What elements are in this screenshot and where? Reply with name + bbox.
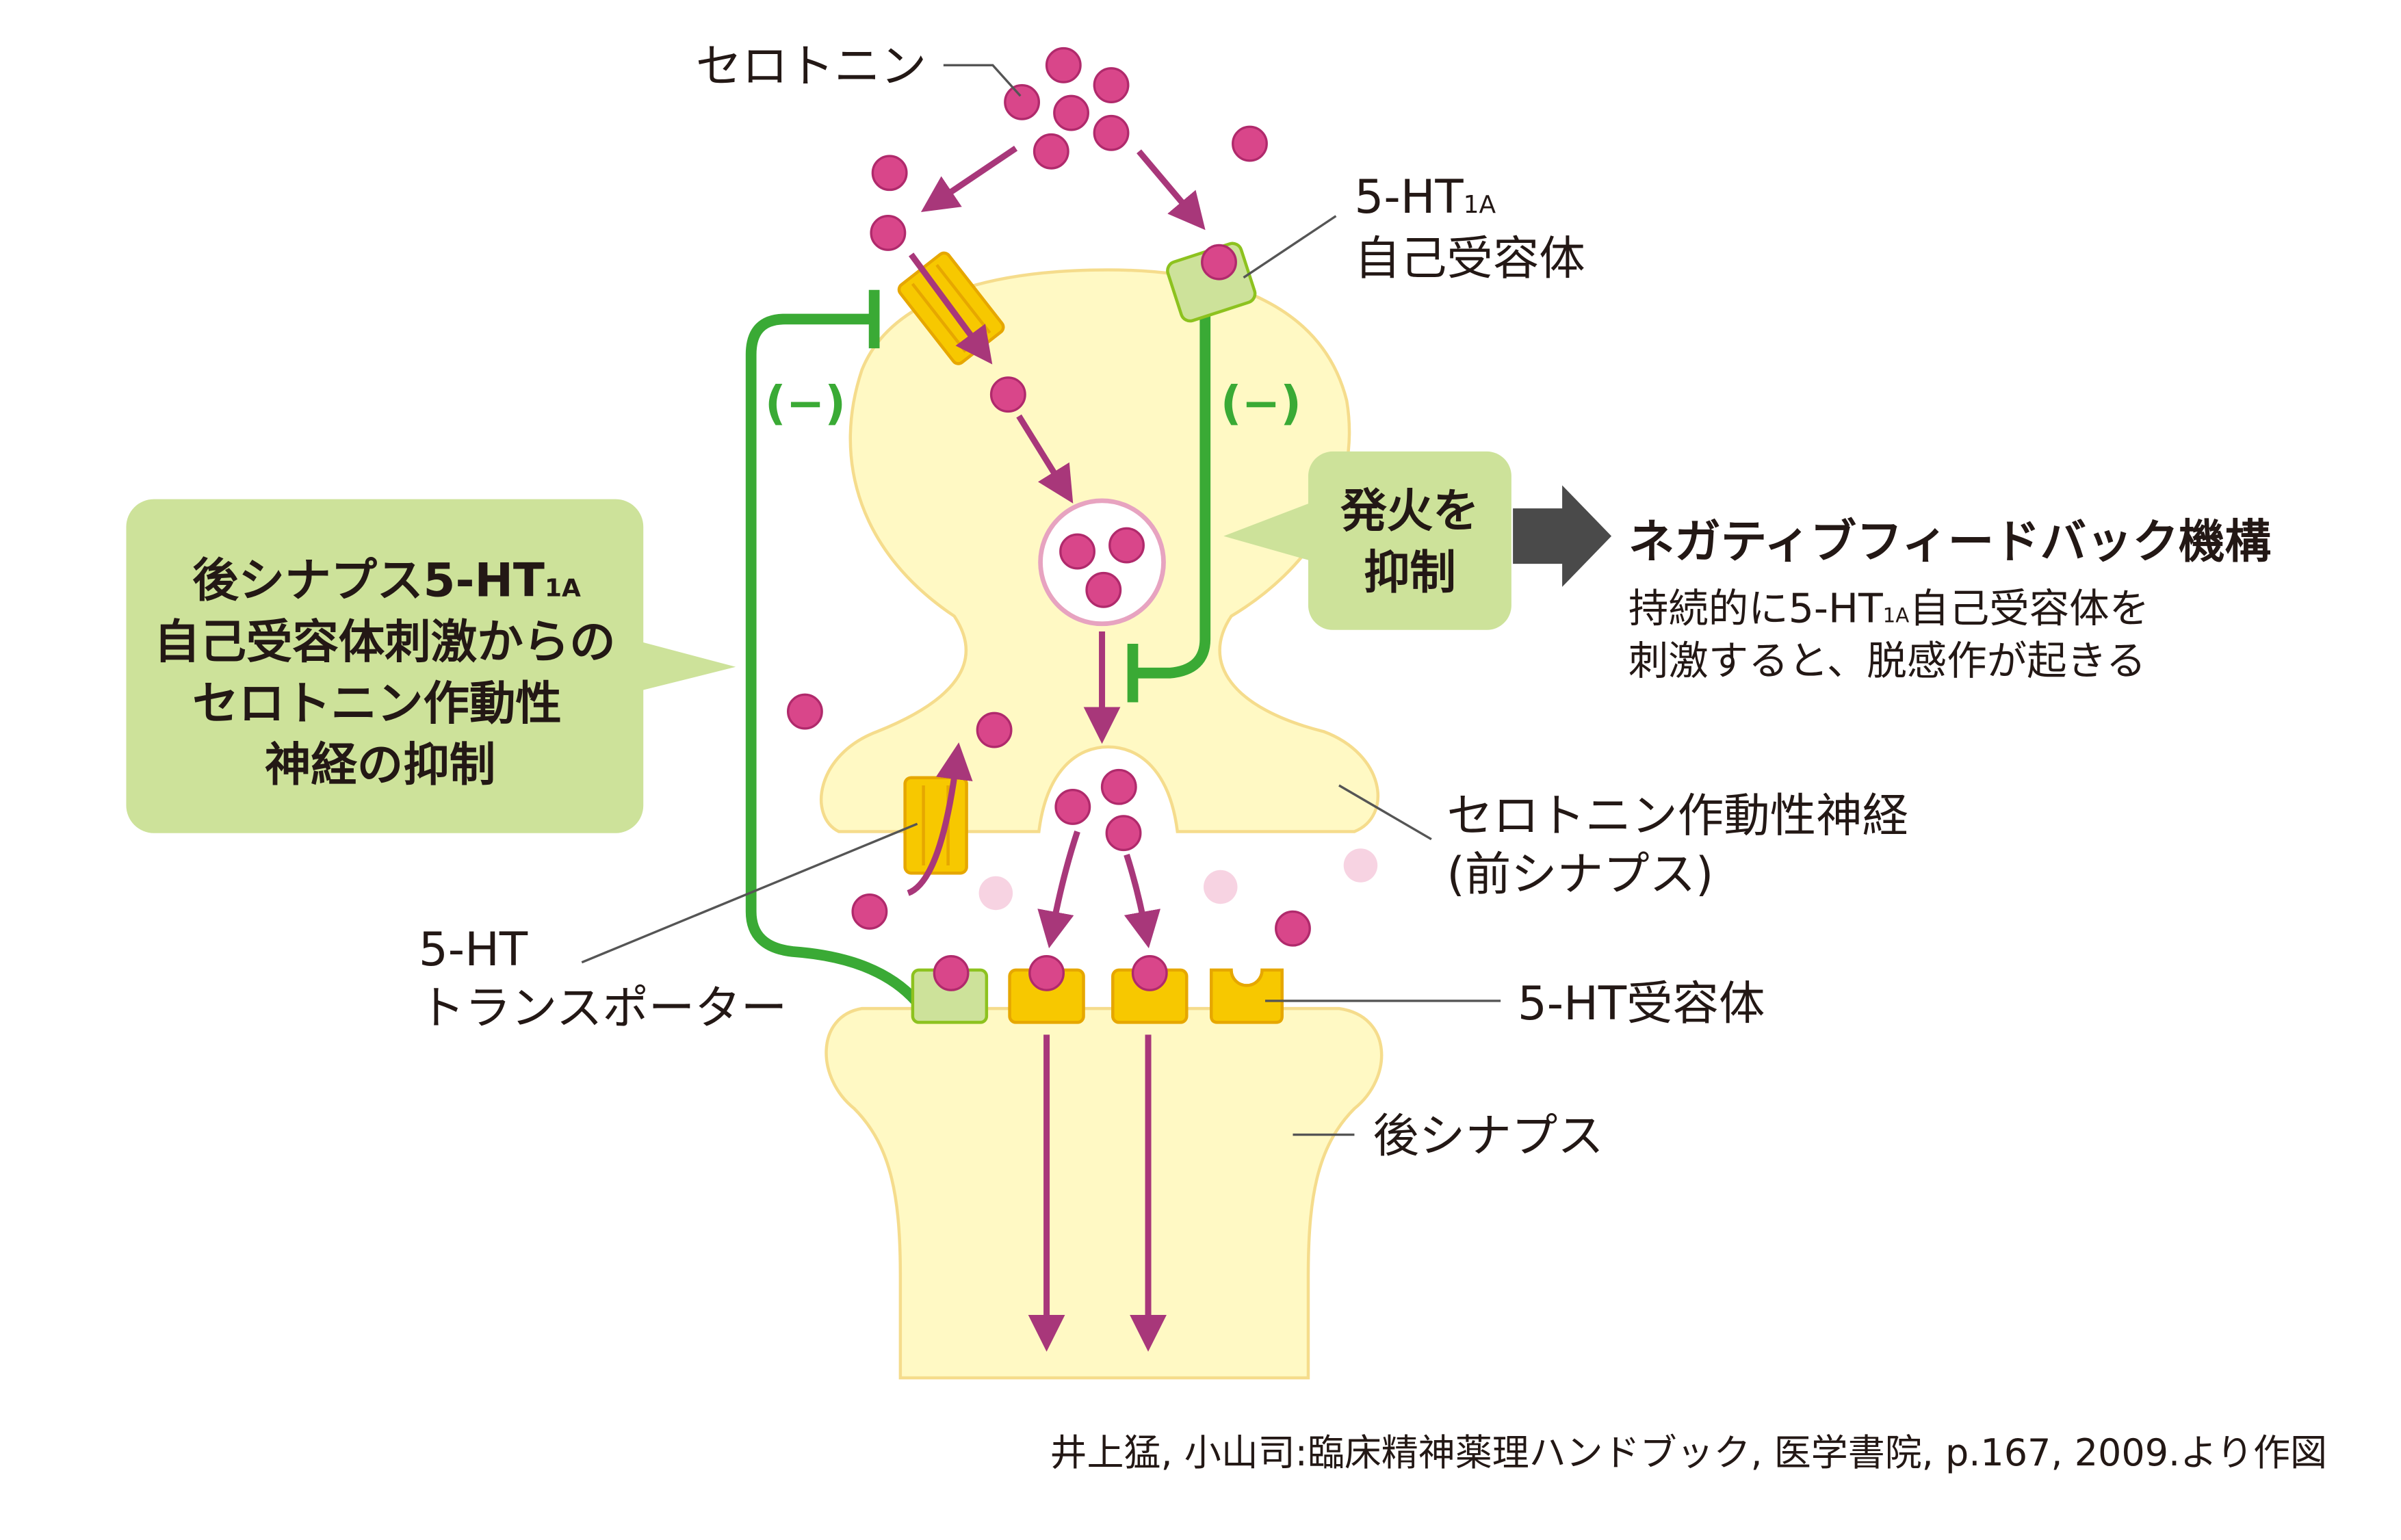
firing-callout-pointer: [1223, 500, 1316, 562]
post-callout-pointer: [631, 639, 736, 694]
post-box-line4: 神経の抑制: [265, 738, 495, 792]
postsynapse-label: 後シナプス: [1373, 1108, 1603, 1162]
feedback-desc-1: 持続的に5-HT1A自己受容体を: [1628, 586, 2149, 632]
feedback-title: ネガティブフィードバック機構: [1628, 514, 2271, 569]
minus-right: (−): [1221, 376, 1301, 430]
firing-label-2: 抑制: [1364, 545, 1456, 599]
citation: 井上猛, 小山司:臨床精神薬理ハンドブック, 医学書院, p.167, 2009…: [1050, 1431, 2327, 1474]
post-box-line2: 自己受容体刺激からの: [154, 614, 616, 668]
inhibition-path-left: [745, 313, 920, 1005]
big-arrow: [1513, 485, 1612, 587]
inhibition-path-right: [1132, 308, 1211, 679]
serotonin-molecules: [786, 47, 1378, 991]
post-box-line1: 後シナプス5-HT1A: [192, 553, 581, 607]
post-callout: [126, 499, 644, 833]
neuron-label-2: (前シナプス): [1446, 847, 1713, 901]
firing-callout: [1308, 451, 1511, 630]
firing-label-1: 発火を: [1340, 484, 1479, 538]
transporter-label-1: 5-HT: [419, 922, 528, 976]
post-box-line3: セロトニン作動性: [192, 676, 562, 730]
release-arrows: [907, 146, 1206, 1352]
serotonin-label: セロトニン: [696, 39, 926, 93]
leader-lines: [581, 64, 1501, 1136]
neuron-label-1: セロトニン作動性神経: [1446, 788, 1908, 842]
transporter-label-2: トランスポーター: [419, 981, 787, 1035]
minus-left: (−): [765, 376, 846, 430]
feedback-desc-2: 刺激すると、脱感作が起きる: [1628, 638, 2146, 684]
autoreceptor-label-2: 自己受容体: [1354, 231, 1585, 285]
receptor-label: 5-HT受容体: [1518, 976, 1765, 1030]
5ht-receptor-empty: [1209, 968, 1284, 1024]
autoreceptor-label-1: 5-HT1A: [1354, 170, 1496, 224]
postsynaptic-neuron: [825, 1006, 1384, 1380]
